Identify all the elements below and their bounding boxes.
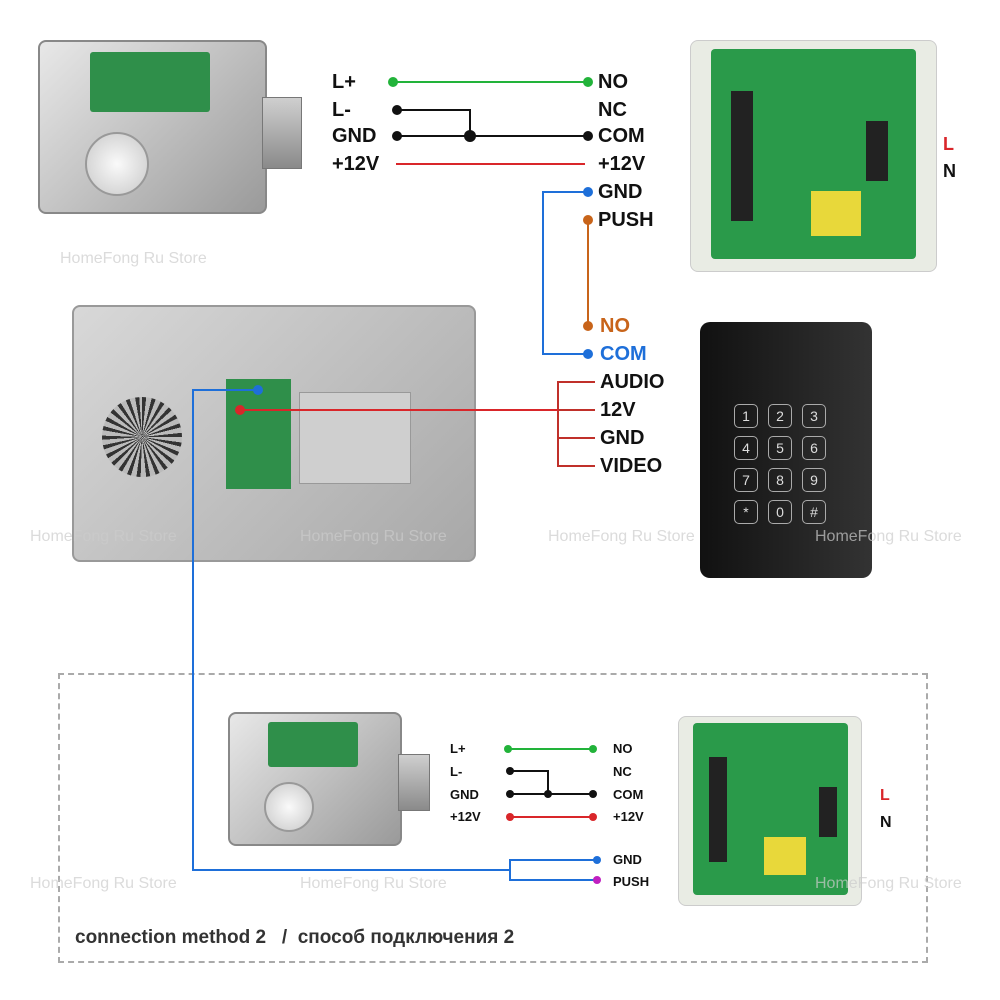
lock-term-lplus: L+: [332, 71, 356, 93]
camera-term-gnd: GND: [600, 427, 645, 449]
psu-term-push: PUSH: [598, 209, 654, 231]
keypad-key: 6: [802, 436, 826, 460]
monitor-back-image: [72, 305, 476, 562]
keypad-key: 1: [734, 404, 758, 428]
mains-n: N: [943, 161, 956, 181]
psu-term-12v: +12V: [598, 153, 646, 175]
keypad-key: 3: [802, 404, 826, 428]
camera-bracket: [557, 381, 595, 467]
camera-term-video: VIDEO: [600, 455, 663, 477]
psu-term-no: NO: [598, 71, 628, 93]
psu-term-gnd: GND: [598, 181, 643, 203]
watermark: HomeFong Ru Store: [60, 250, 207, 267]
watermark: HomeFong Ru Store: [548, 528, 695, 545]
wire-lminus: [397, 109, 471, 136]
lock-term-gnd: GND: [332, 125, 377, 147]
psu-term-nc: NC: [598, 99, 627, 121]
mains2-n: N: [880, 814, 892, 831]
lock2-term-lplus: L+: [450, 741, 466, 756]
electric-lock-image: [38, 40, 302, 214]
camera-term-audio: AUDIO: [600, 371, 665, 393]
keypad-key: 7: [734, 468, 758, 492]
exit-term-push: PUSH: [613, 874, 650, 889]
lock2-term-lminus: L-: [450, 764, 463, 779]
watermark: HomeFong Ru Store: [300, 528, 447, 545]
caption: connection method 2 / способ подключения…: [75, 927, 515, 948]
watermark: HomeFong Ru Store: [300, 875, 447, 892]
watermark: HomeFong Ru Store: [815, 875, 962, 892]
psu2-term-no: NO: [613, 741, 633, 756]
mains-l: L: [943, 134, 954, 154]
power-supply-image-2: [678, 716, 862, 906]
keypad-key: *: [734, 500, 758, 524]
keypad-key: 4: [734, 436, 758, 460]
exit-term-gnd: GND: [613, 852, 642, 867]
keypad-relay-no: NO: [600, 315, 630, 337]
keypad-key: 2: [768, 404, 792, 428]
wire-gnd-com-keypad: [542, 191, 588, 355]
keypad-relay-com: COM: [600, 343, 647, 365]
camera-term-12v: 12V: [600, 399, 636, 421]
power-supply-image: [690, 40, 937, 272]
lock2-term-12v: +12V: [450, 809, 481, 824]
psu-term-com: COM: [598, 125, 645, 147]
psu2-term-com: COM: [613, 787, 644, 802]
wire-monitor-exit: [192, 389, 510, 871]
psu2-term-12v: +12V: [613, 809, 644, 824]
keypad-key: 5: [768, 436, 792, 460]
lock-term-12v: +12V: [332, 153, 380, 175]
keypad-key: #: [802, 500, 826, 524]
keypad-key: 9: [802, 468, 826, 492]
psu2-term-nc: NC: [613, 764, 632, 779]
electric-lock-image-2: [228, 712, 430, 846]
keypad-key: 0: [768, 500, 792, 524]
watermark: HomeFong Ru Store: [30, 875, 177, 892]
method-2-frame: [58, 673, 928, 963]
watermark: HomeFong Ru Store: [815, 528, 962, 545]
mains2-l: L: [880, 787, 890, 804]
lock2-term-gnd: GND: [450, 787, 479, 802]
lock-term-lminus: L-: [332, 99, 351, 121]
watermark: HomeFong Ru Store: [30, 528, 177, 545]
keypad-key: 8: [768, 468, 792, 492]
